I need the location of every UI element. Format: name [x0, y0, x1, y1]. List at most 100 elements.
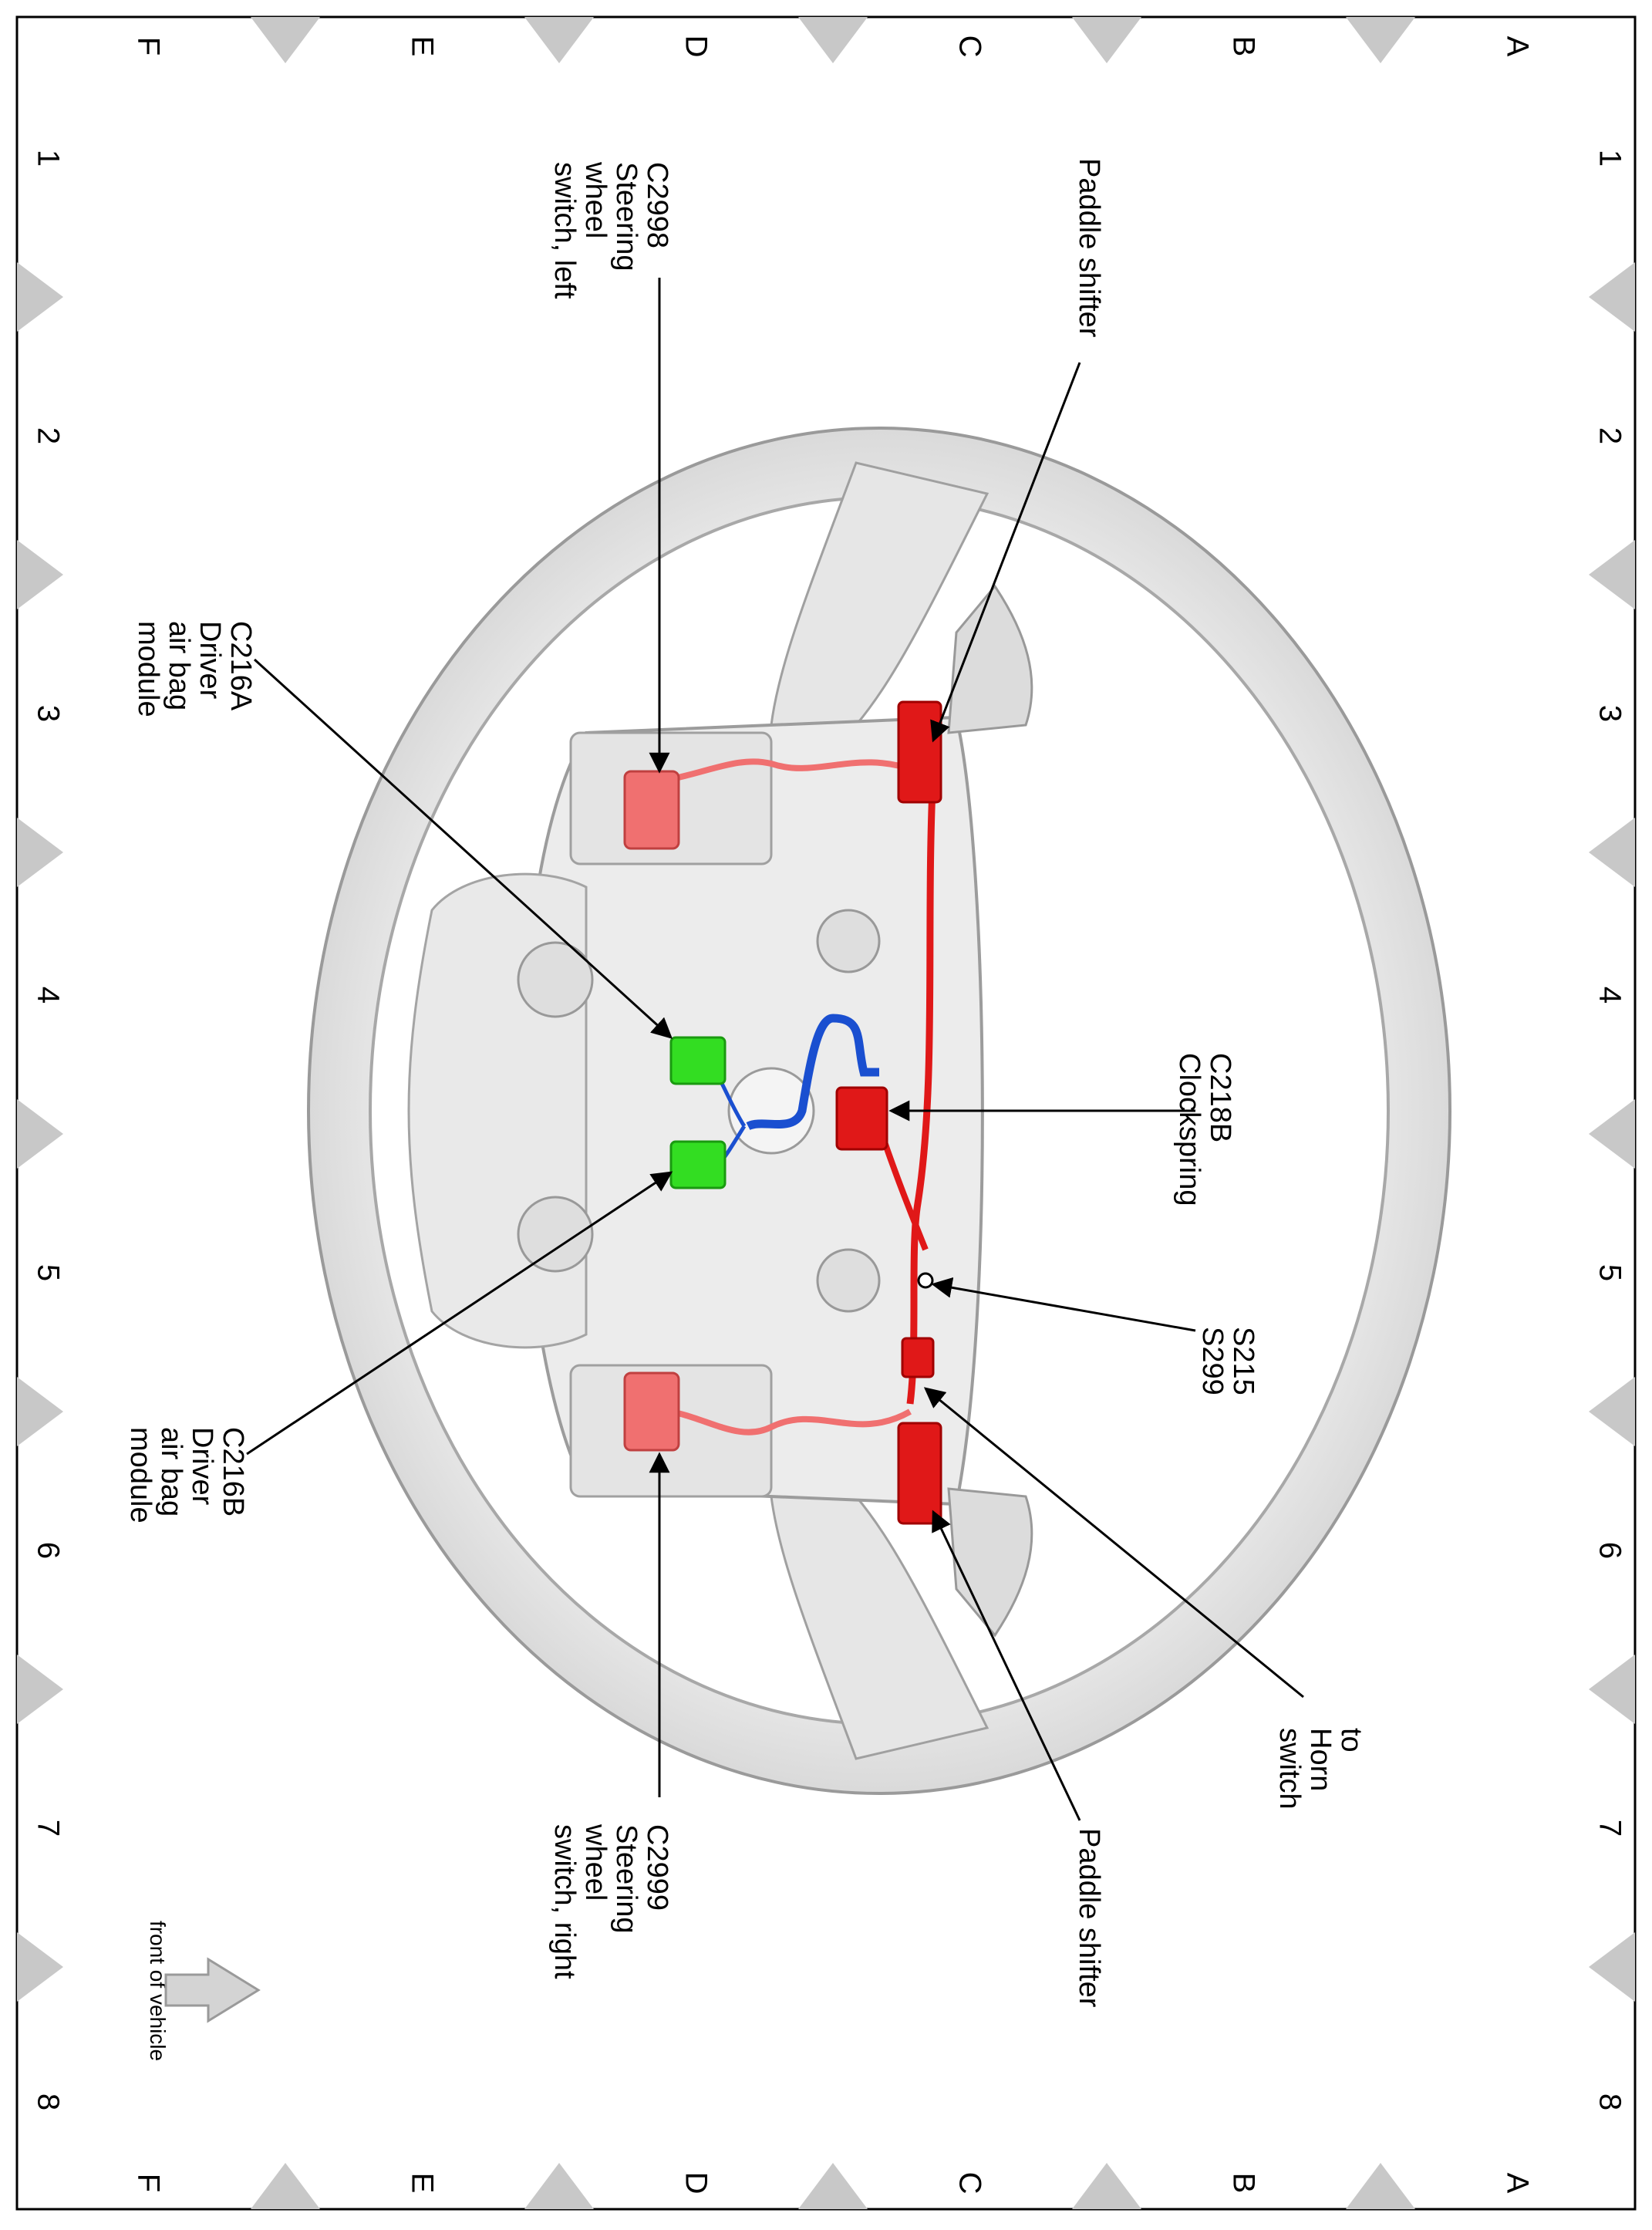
harness-main-red [906, 771, 937, 1405]
label-c216a-line: Driver [194, 621, 226, 700]
grid-col-label-left: 4 [31, 987, 65, 1004]
splice-s215-s299 [917, 1272, 934, 1289]
grid-col-label-right: 8 [1593, 2093, 1627, 2110]
label-horn-line: switch [1273, 1728, 1306, 1810]
leader-horn [923, 1387, 1304, 1699]
grid-col-label-right: 4 [1593, 987, 1627, 1004]
label-c216a-line: module [132, 621, 164, 717]
connector-horn [901, 1337, 935, 1378]
grid-marker-left [17, 1099, 63, 1169]
label-c216b-line: Driver [186, 1427, 218, 1506]
grid-col-label-right: 2 [1593, 427, 1627, 444]
grid-marker-top [524, 17, 594, 63]
paddle-shifter-housing-left [947, 584, 1033, 734]
grid-markers [17, 17, 1635, 2209]
leader-paddle-shifter-bottom [932, 1510, 1081, 1821]
label-c2999-line: switch, right [548, 1824, 581, 1979]
label-paddle-shifter-bottom-line: Paddle shifter [1073, 1828, 1105, 2008]
mount-boss-right [517, 1196, 594, 1273]
grid-col-label-right: 6 [1593, 1542, 1627, 1559]
harness-left-branch [670, 758, 919, 782]
label-paddle-shifter-bottom: Paddle shifter [1073, 1828, 1105, 2008]
mount-boss-left [517, 941, 594, 1018]
paddle-shifter-housing-right [947, 1487, 1033, 1638]
grid-row-label-top: F [131, 37, 165, 56]
leader-c216a [253, 658, 673, 1039]
grid-row-label-bottom: B [1226, 2173, 1260, 2194]
grid-col-label-left: 6 [31, 1542, 65, 1559]
connector-c218b [835, 1086, 888, 1151]
grid-row-label-bottom: D [679, 2172, 713, 2195]
center-boss [727, 1067, 815, 1155]
grid-row-label-bottom: C [952, 2172, 986, 2195]
grid-marker-right [1589, 262, 1635, 332]
grid-marker-left [17, 1932, 63, 2002]
label-paddle-shifter-top: Paddle shifter [1073, 158, 1105, 338]
label-horn-line: Horn [1304, 1728, 1337, 1791]
grid-col-label-right: 5 [1593, 1264, 1627, 1281]
harness-right-branch [670, 1409, 912, 1435]
leader-c216b [246, 1171, 673, 1456]
grid-marker-top [1072, 17, 1141, 63]
grid-row-label-bottom: A [1500, 2173, 1534, 2194]
harness-blue-airbag [746, 1014, 879, 1131]
grid-col-label-left: 7 [31, 1820, 65, 1837]
leader-paddle-shifter-top [930, 362, 1081, 743]
label-paddle-shifter-top-line: Paddle shifter [1073, 158, 1105, 338]
label-c216b-line: air bag [155, 1427, 187, 1516]
label-c2999-line: C2999 [641, 1824, 673, 1911]
grid-marker-bottom [1072, 2163, 1141, 2209]
mount-boss-upper-right [816, 1248, 881, 1313]
grid-row-label-top: B [1226, 36, 1260, 57]
label-c2998-line: C2998 [641, 162, 673, 248]
grid-row-label-bottom: E [405, 2173, 439, 2194]
label-c216a-line: C216A [224, 621, 257, 711]
grid-row-label-top: C [952, 35, 986, 58]
label-horn-line: to [1335, 1728, 1367, 1753]
label-c2999-line: Steering [610, 1824, 642, 1934]
leader-lines [246, 278, 1304, 1821]
connector-c2999 [623, 1371, 680, 1452]
grid-col-label-right: 1 [1593, 150, 1627, 167]
connector-c2998 [623, 770, 680, 850]
grid-marker-left [17, 540, 63, 609]
grid-marker-top [798, 17, 868, 63]
grid-row-label-bottom: F [131, 2174, 165, 2192]
grid-row-label-top: D [679, 35, 713, 58]
grid-marker-bottom [1346, 2163, 1415, 2209]
label-c2999-line: wheel [579, 1823, 612, 1901]
grid-marker-bottom [798, 2163, 868, 2209]
label-c216a-line: air bag [163, 621, 195, 710]
label-s215-s299-line: S215 [1227, 1327, 1259, 1395]
label-c218b-line: Clockspring [1173, 1053, 1205, 1206]
label-c2998-line: wheel [579, 161, 612, 238]
grid-marker-left [17, 1655, 63, 1724]
connectors [623, 700, 942, 1525]
leader-s215-s299 [931, 1277, 1196, 1332]
grid-col-label-left: 3 [31, 705, 65, 722]
grid-col-label-left: 5 [31, 1264, 65, 1281]
grid-marker-top [251, 17, 320, 63]
grid-col-label-right: 7 [1593, 1820, 1627, 1837]
connector-paddle-shifter-right [897, 1422, 942, 1525]
grid-marker-bottom [524, 2163, 594, 2209]
grid-marker-left [17, 818, 63, 887]
grid-marker-bottom [251, 2163, 320, 2209]
grid-marker-top [1346, 17, 1415, 63]
front-of-vehicle-indicator [1643, 1944, 1652, 1975]
label-c216b-line: C216B [217, 1427, 249, 1516]
grid-row-label-top: E [405, 36, 439, 57]
connector-c216a [669, 1036, 727, 1085]
grid-col-label-left: 8 [31, 2093, 65, 2110]
connector-paddle-shifter-left [897, 700, 942, 804]
